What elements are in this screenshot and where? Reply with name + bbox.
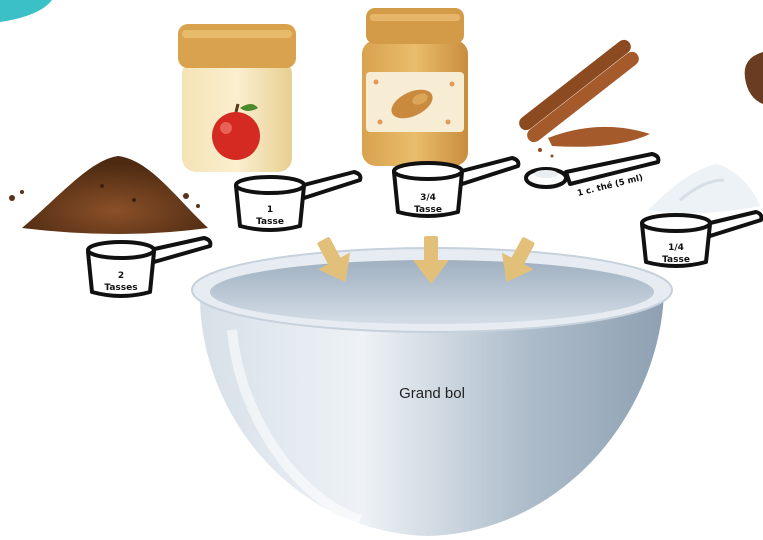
measuring-cup-1-4-tasse: 1/4 Tasse [642, 212, 761, 266]
cup-unit: Tasse [414, 205, 442, 215]
peanut-butter-jar-icon [362, 8, 468, 166]
corner-badge [0, 0, 52, 22]
cup-amount: 3/4 [420, 193, 436, 203]
bowl-label: Grand bol [399, 385, 465, 402]
flour-pile-icon [648, 164, 760, 213]
partial-item-right-edge [745, 52, 763, 104]
cinnamon-sticks-icon [516, 37, 650, 157]
cup-amount: 2 [118, 271, 124, 281]
measuring-cup-3-4-tasse: 3/4 Tasse [394, 158, 518, 216]
measuring-cup-1-tasse: 1 Tasse [236, 172, 360, 230]
applesauce-jar-icon [178, 24, 296, 172]
cup-amount: 1/4 [668, 243, 684, 253]
large-bowl: Grand bol [192, 248, 672, 536]
cup-unit: Tasse [256, 217, 284, 227]
ground-spice-pile-icon [9, 156, 208, 234]
cup-unit: Tasses [104, 283, 137, 293]
teaspoon-1-c-the: 1 c. thé (5 ml) [526, 154, 658, 199]
cup-unit: Tasse [662, 255, 690, 265]
cup-amount: 1 [267, 205, 273, 215]
